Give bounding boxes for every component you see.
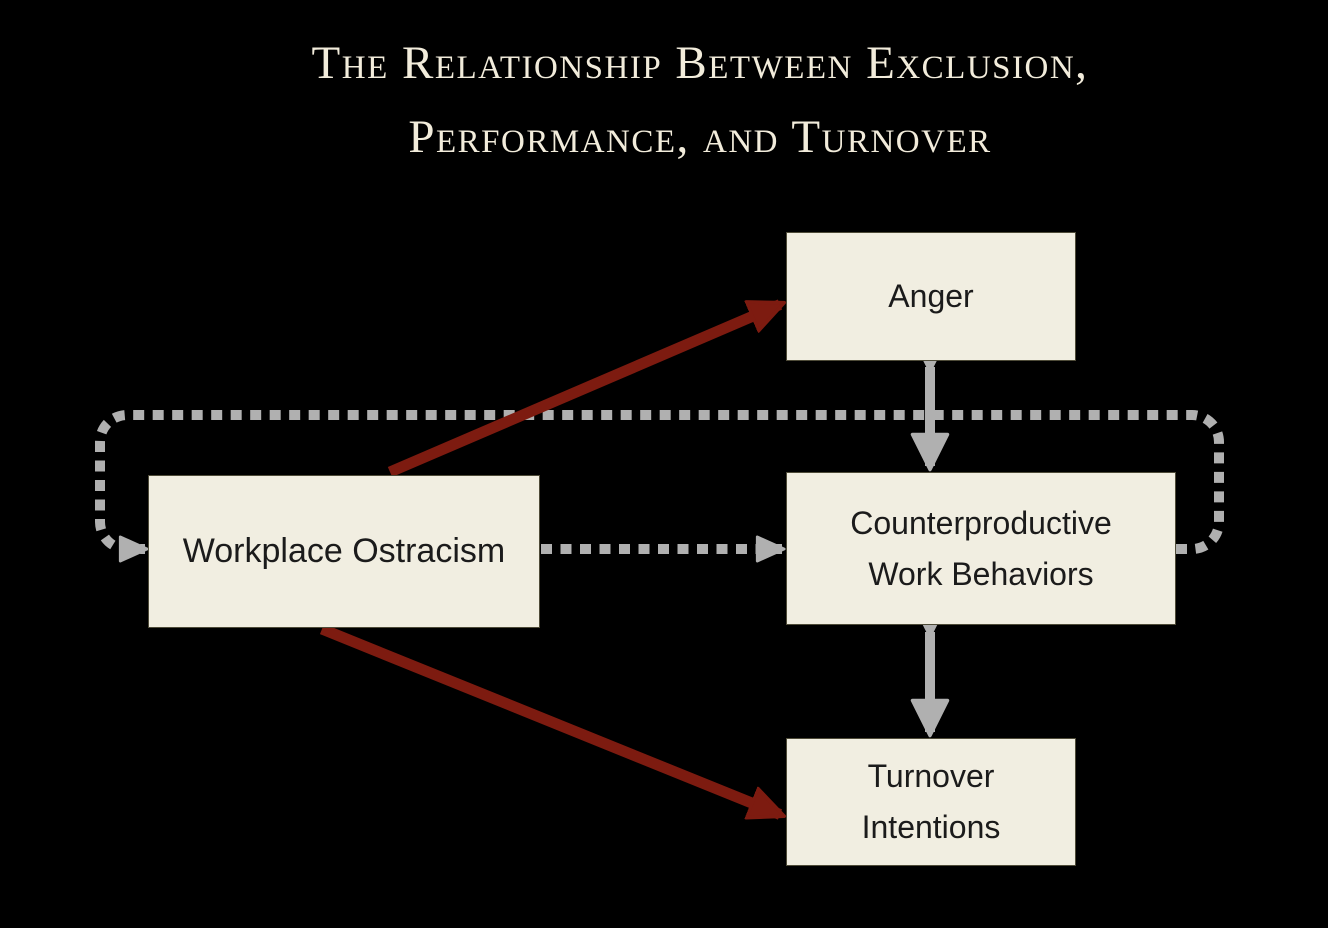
node-counterproductive-work-behaviors: Counterproductive Work Behaviors <box>786 472 1176 625</box>
edge-feedback-loop-cwb-to-ostracism <box>95 410 1224 563</box>
edge-ostracism-to-turnover <box>319 623 780 820</box>
node-turnover-intentions: Turnover Intentions <box>786 738 1076 866</box>
diagram-title: The Relationship Between Exclusion, Perf… <box>311 37 1089 163</box>
edge-ostracism-to-anger <box>387 299 780 478</box>
node-workplace-ostracism: Workplace Ostracism <box>148 475 540 628</box>
node-anger: Anger <box>786 232 1076 361</box>
